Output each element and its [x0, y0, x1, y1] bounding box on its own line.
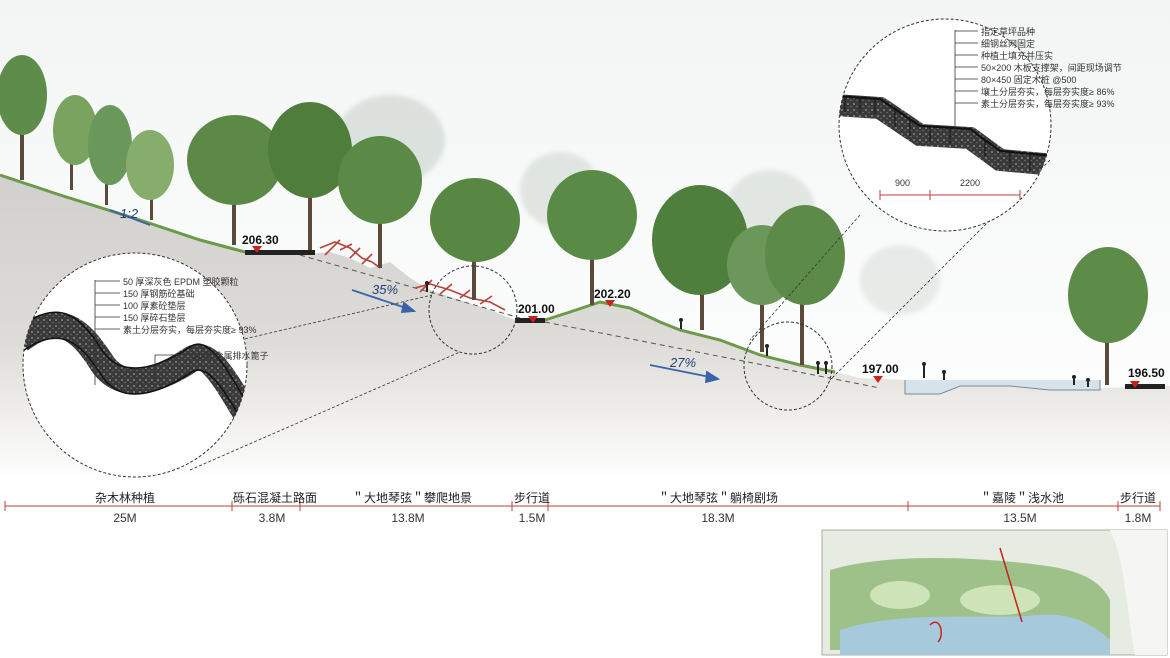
- zone-name: 砾石混凝土路面: [232, 491, 318, 505]
- detail-right-dimension: [879, 190, 1021, 200]
- detail-left-note: 100 厚素砼垫层: [123, 301, 186, 311]
- callout-circle-left-source: [428, 265, 518, 355]
- shallow-pool: [904, 380, 1101, 395]
- detail-right-dim: 2200: [960, 178, 981, 188]
- zone-width: 1.8M: [1124, 511, 1152, 525]
- detail-left-layers: [23, 311, 247, 434]
- walkway-1: [515, 318, 545, 323]
- tree: [0, 55, 47, 180]
- detail-left-note: 50 厚深灰色 EPDM 塑胶颗粒: [123, 277, 239, 287]
- elevation-markers: [252, 246, 1140, 388]
- tree: [88, 105, 132, 205]
- trees: [0, 55, 1148, 385]
- slope-label: 1:2: [120, 206, 139, 221]
- slope-label: 27%: [670, 355, 697, 370]
- grade-line-2: [544, 321, 881, 389]
- detail-left-note: 150 厚碎石垫层: [123, 313, 186, 323]
- slope-arrows: [109, 209, 721, 384]
- detail-right-note: 种植土填充并压实: [981, 51, 1054, 61]
- elevation-label: 202.20: [594, 287, 631, 301]
- ground-profile: [0, 175, 1170, 480]
- detail-left-pipe-note: ϕ100 金属排水篦子: [192, 351, 269, 361]
- callout-leader-2: [189, 351, 461, 471]
- walkway-2: [1125, 384, 1165, 389]
- detail-circle-right: [838, 18, 1052, 232]
- detail-right-note: 细钢丝网固定: [981, 39, 1036, 49]
- key-plan: [821, 529, 1168, 656]
- detail-left-note: 150 厚钢筋砼基础: [123, 289, 195, 299]
- detail-right-layers: [839, 94, 1051, 176]
- detail-right-note: 指定草坪品种: [981, 27, 1036, 37]
- tree: [430, 178, 520, 300]
- detail-left-note: 素土分层夯实，每层夯实度≥ 93%: [123, 325, 257, 335]
- elevation-label: 197.00: [862, 362, 899, 376]
- gravel-road: [245, 250, 315, 255]
- detail-left-leaders: [94, 280, 190, 385]
- tree: [187, 115, 283, 245]
- tree: [547, 170, 637, 305]
- dimension-axis: [4, 501, 1161, 511]
- zone-width: 18.3M: [701, 511, 735, 525]
- zone-name: 杂木林种植: [94, 491, 156, 505]
- callout-leader-1: [239, 294, 433, 341]
- zone-width: 1.5M: [518, 511, 546, 525]
- elevation-label: 206.30: [242, 233, 279, 247]
- detail-right-dim: 900: [895, 178, 911, 188]
- tree: [268, 102, 352, 250]
- zone-name: 步行道: [513, 491, 551, 505]
- zone-width: 3.8M: [258, 511, 286, 525]
- tree: [1068, 247, 1148, 385]
- zone-width: 13.5M: [1003, 511, 1037, 525]
- slope-label: 35%: [372, 282, 399, 297]
- zone-width: 25M: [113, 511, 137, 525]
- detail-right-note: 素土分层夯实，每层夯实度≥ 93%: [981, 99, 1115, 109]
- tree: [765, 205, 845, 365]
- tree: [652, 185, 748, 330]
- detail-right-note: 壤土分层夯实，每层夯实度≥ 86%: [981, 87, 1115, 97]
- zone-name: ＂大地琴弦＂攀爬地景: [351, 491, 473, 505]
- zone-name: ＂嘉陵＂浅水池: [979, 491, 1065, 505]
- elevation-label: 196.50: [1128, 366, 1165, 380]
- detail-circle-left: [22, 252, 248, 478]
- tree: [126, 130, 174, 220]
- zone-width: 13.8M: [391, 511, 425, 525]
- callout-circle-right-source: [743, 321, 833, 411]
- people: [425, 281, 1090, 387]
- detail-right-note: 80×450 固定木桩 @500: [981, 75, 1077, 85]
- callout-leader-3: [749, 214, 861, 341]
- detail-right-leaders: [954, 30, 978, 135]
- grass-line: [0, 173, 836, 374]
- elevation-label: 201.00: [518, 302, 555, 316]
- detail-right-note: 50×200 木板支撑架，间距现场调节: [981, 63, 1122, 73]
- tree: [53, 95, 97, 190]
- tree: [338, 136, 422, 268]
- zone-name: ＂大地琴弦＂躺椅剧场: [657, 491, 779, 505]
- grade-line-1: [299, 254, 521, 319]
- zone-name: 步行道: [1119, 491, 1157, 505]
